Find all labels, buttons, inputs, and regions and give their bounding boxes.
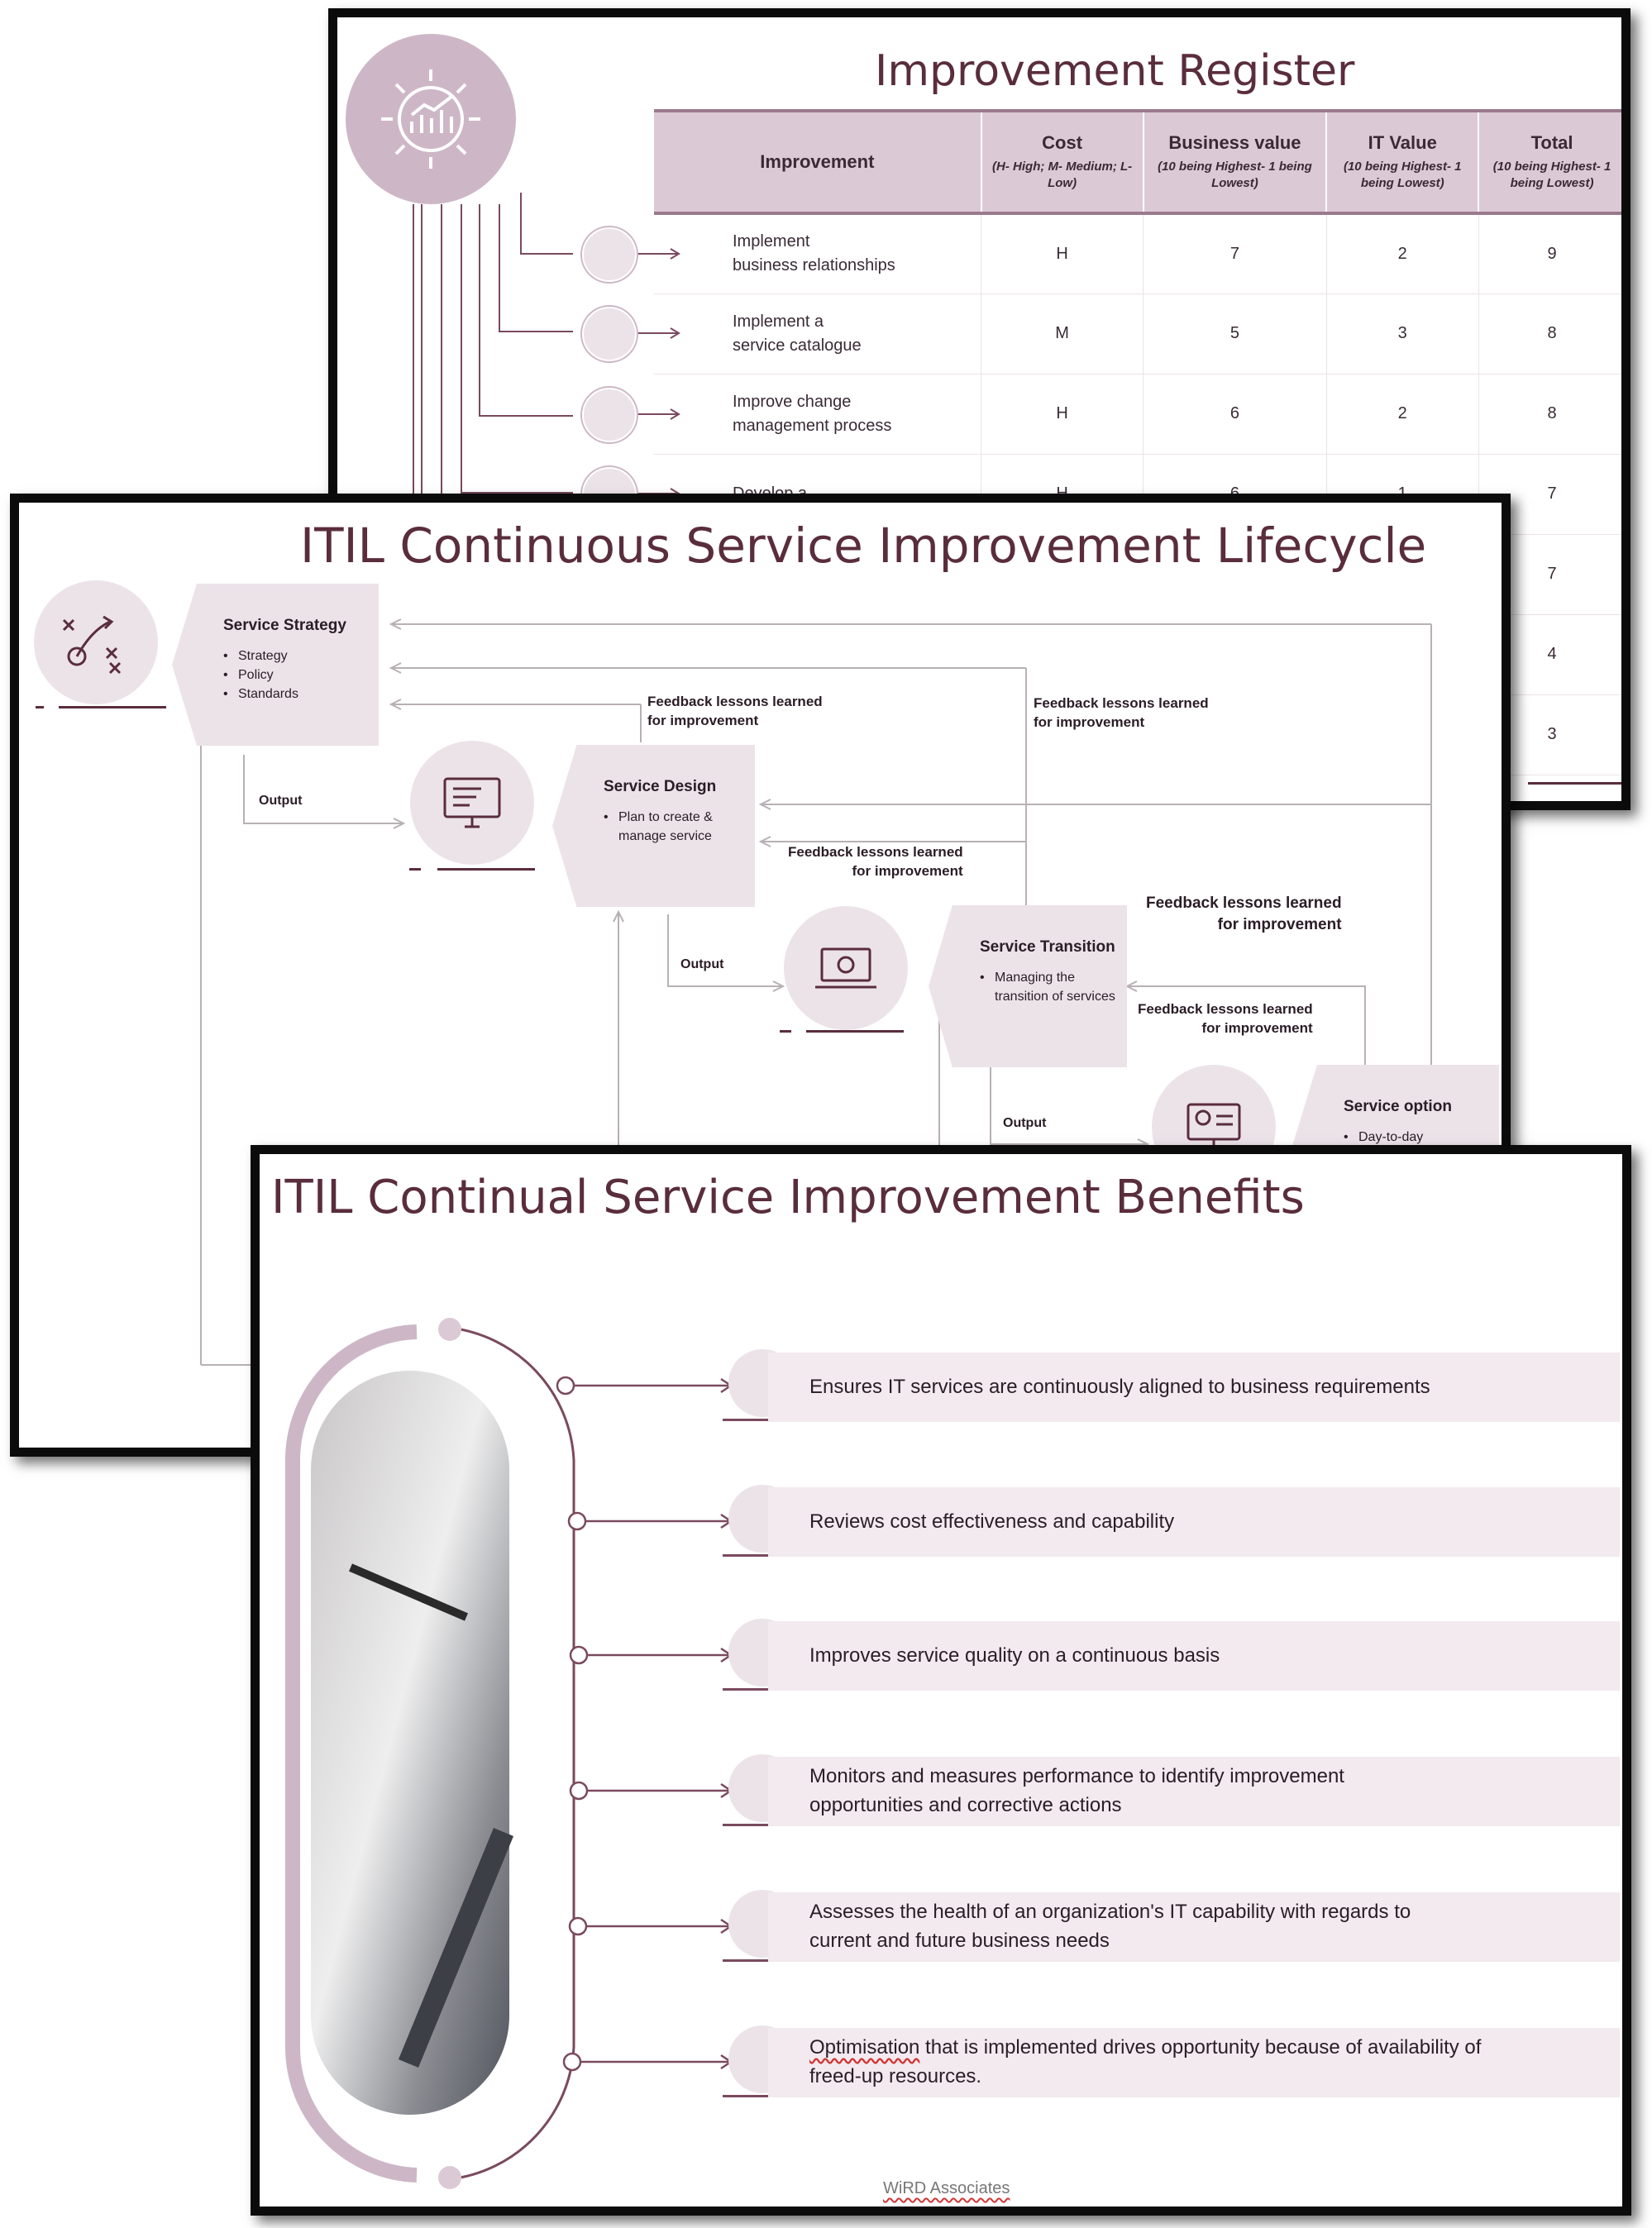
catalogue-icon (582, 307, 637, 361)
benefit-item: Assesses the health of an organization's… (768, 1892, 1620, 1962)
stage-bullet: Managing the transition of services (980, 968, 1120, 1006)
benefit-text: Improves service quality on a continuous… (809, 1644, 1220, 1667)
icon-underline (723, 1688, 799, 1691)
it-value-cell: 3 (1326, 293, 1479, 375)
register-title: Improvement Register (875, 46, 1355, 96)
icon-underline (723, 2095, 799, 2097)
improvement-header: Improvement (654, 109, 982, 215)
lifecycle-flow-lines (195, 618, 1432, 1448)
cost-cell: M (981, 293, 1144, 375)
benefit-text: Optimisation that is implemented drives … (809, 2036, 1482, 2087)
strategy-icon (34, 580, 158, 704)
benefit-item: Improves service quality on a continuous… (768, 1621, 1620, 1691)
output-label: Output (680, 957, 724, 971)
stage-service-design: Service Design Plan to create & manage s… (552, 745, 755, 907)
process-icon (582, 388, 637, 442)
output-label: Output (1003, 1116, 1047, 1130)
dash (59, 706, 166, 708)
benefit-text: Ensures IT services are continuously ali… (809, 1375, 1430, 1398)
dash (409, 868, 421, 871)
laptop-gear-icon (784, 906, 908, 1030)
stage-service-strategy: Service Strategy Strategy Policy Standar… (172, 584, 379, 746)
table-bottom-rule (1528, 782, 1621, 785)
icon-underline (723, 1419, 799, 1421)
cost-cell: H (981, 213, 1144, 294)
benefit-item: Reviews cost effectiveness and capabilit… (768, 1487, 1620, 1557)
stage-service-transition: Service Transition Managing the transiti… (929, 905, 1127, 1067)
it-value-header: IT Value(10 being Highest- 1 being Lowes… (1326, 109, 1480, 215)
stage-bullet: Strategy (223, 646, 379, 666)
benefit-item: Monitors and measures performance to ide… (768, 1757, 1620, 1826)
icon-underline (723, 1824, 799, 1826)
benefit-text: Monitors and measures performance to ide… (809, 1765, 1344, 1816)
business-value-cell: 7 (1143, 213, 1327, 294)
csi-benefits-slide: ITIL Continual Service Improvement Benef… (251, 1145, 1631, 2216)
business-value-cell: 5 (1143, 293, 1327, 375)
stage-bullet: Standards (223, 685, 379, 704)
benefits-title: ITIL Continual Service Improvement Benef… (271, 1171, 1305, 1224)
stage-bullet: Policy (223, 666, 379, 685)
stage-bullet: Day-to-day (1344, 1128, 1499, 1147)
stage-bullet: Plan to create & manage service (604, 808, 736, 846)
benefit-text: Reviews cost effectiveness and capabilit… (809, 1510, 1175, 1533)
benefits-pill-frame (285, 1318, 733, 2189)
hand-pen-photo (311, 1371, 509, 2115)
it-value-cell: 2 (1326, 213, 1479, 294)
dash (806, 1030, 904, 1033)
stage-title: Service Transition (980, 938, 1115, 956)
handshake-icon (582, 227, 637, 282)
benefit-item: Optimisation that is implemented drives … (768, 2028, 1620, 2097)
register-header-row: Improvement Cost(H- High; M- Medium; L- … (654, 109, 1621, 215)
stage-title: Service option (1344, 1098, 1452, 1115)
footer-company: WiRD Associates (883, 2179, 1010, 2197)
benefit-text: Assesses the health of an organization's… (809, 1901, 1411, 1952)
it-value-cell: 2 (1326, 374, 1479, 455)
cost-cell: H (981, 374, 1144, 455)
total-header: Total(10 being Highest- 1 being Lowest) (1478, 109, 1621, 215)
total-cell: 9 (1478, 213, 1621, 294)
icon-underline (723, 1554, 799, 1557)
dash (780, 1030, 791, 1033)
cost-header: Cost(H- High; M- Medium; L- Low) (981, 109, 1144, 215)
dash (437, 868, 535, 871)
business-value-cell: 6 (1143, 374, 1327, 455)
total-cell: 8 (1478, 293, 1621, 375)
icon-underline (723, 1959, 799, 1962)
dash (36, 706, 44, 708)
lifecycle-title: ITIL Continuous Service Improvement Life… (300, 518, 1427, 574)
gear-chart-icon (346, 34, 516, 204)
business-value-header: Business value(10 being Highest- 1 being… (1143, 109, 1328, 215)
benefit-item: Ensures IT services are continuously ali… (768, 1353, 1620, 1422)
design-monitor-icon (410, 741, 534, 865)
stage-title: Service Strategy (223, 617, 346, 634)
output-label: Output (259, 794, 303, 808)
total-cell: 8 (1478, 374, 1621, 455)
stage-title: Service Design (604, 778, 717, 795)
